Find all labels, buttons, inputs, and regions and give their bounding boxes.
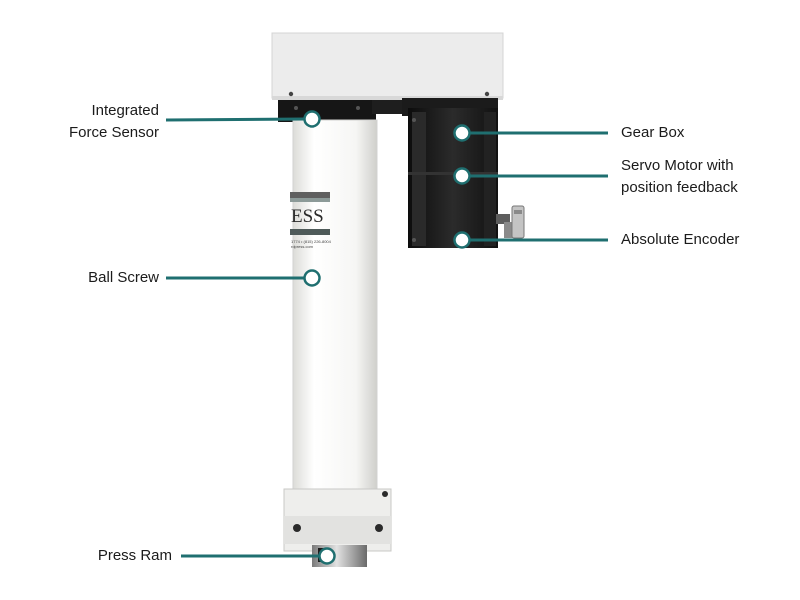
label-press-ram-text: Press Ram [97,547,172,564]
encoder-connector [496,205,525,239]
label-gear-box: Gear Box [621,122,684,144]
label-ball-screw-text: Ball Screw [88,269,159,286]
label-force-sensor-line2: Force Sensor [68,124,159,141]
decal-fine-print-2: rdpress.com [291,244,314,249]
label-servo-motor: Servo Motor with position feedback [621,155,738,199]
brand-decal: ESS 1774 • (815) 226-8004 rdpress.com [290,192,332,249]
ball-screw-marker [303,269,321,287]
label-force-sensor-line1: Integrated [91,102,159,119]
callout-encoder [453,231,608,249]
gear-box-marker [453,124,471,142]
servo-motor-assembly [402,98,498,248]
label-encoder-text: Absolute Encoder [621,231,740,248]
label-servo-motor-line1: Servo Motor with [621,157,734,174]
callout-ball-screw [166,269,321,287]
label-press-ram: Press Ram [98,545,172,567]
label-ball-screw: Ball Screw [88,267,159,289]
callout-servo-motor [453,167,608,185]
label-encoder: Absolute Encoder [621,229,739,251]
force-sensor-marker [303,110,321,128]
decal-brand: ESS [291,206,324,227]
top-housing [271,32,504,100]
callout-force-sensor [165,110,321,128]
label-gear-box-text: Gear Box [621,124,685,141]
callout-press-ram [181,547,336,565]
encoder-marker [453,231,471,249]
sensor-mount-block [278,100,402,122]
label-servo-motor-line2: position feedback [621,179,738,196]
label-force-sensor: Integrated Force Sensor [69,100,159,144]
decal-fine-print-1: 1774 • (815) 226-8004 [291,239,332,244]
press-ram-marker [318,547,336,565]
servo-motor-marker [453,167,471,185]
bottom-flange [283,488,392,552]
callout-gear-box [453,124,608,142]
ball-screw-column [292,119,378,519]
